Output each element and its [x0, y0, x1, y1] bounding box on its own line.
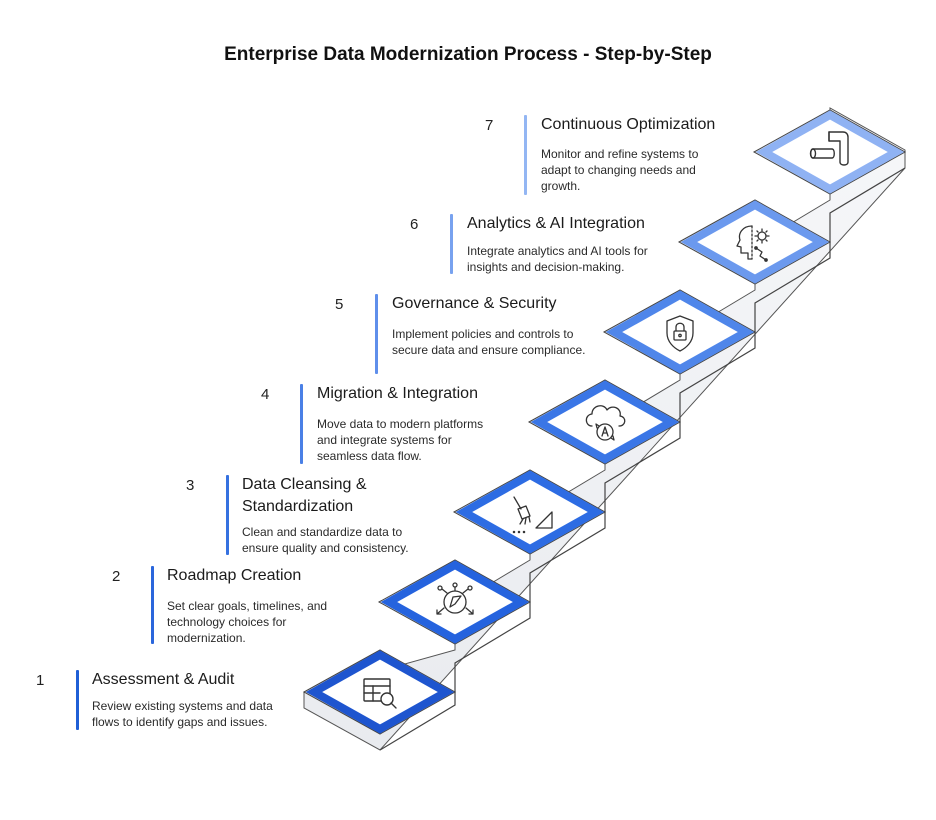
step-platform-2: [377, 559, 532, 645]
step-description: Review existing systems and data flows t…: [92, 699, 273, 729]
step-number: 3: [186, 477, 195, 494]
step-title: Governance & Security: [392, 295, 557, 312]
step-accent-bar: [524, 115, 527, 195]
ai-head-gear-icon: [736, 225, 770, 262]
step-title: Data Cleansing & Standardization: [242, 476, 367, 515]
step-platform-7: [752, 109, 907, 195]
step-accent-bar: [226, 475, 229, 555]
step-platform-1: [302, 649, 457, 735]
step-description: Monitor and refine systems to adapt to c…: [541, 147, 699, 193]
step-number: 2: [112, 568, 121, 585]
step-title: Continuous Optimization: [541, 116, 716, 133]
page-title: Enterprise Data Modernization Process - …: [224, 44, 712, 65]
step-number: 6: [410, 216, 419, 233]
step-title: Analytics & AI Integration: [467, 215, 645, 232]
step-number: 1: [36, 672, 45, 689]
step-accent-bar: [450, 214, 453, 274]
shield-lock-icon: [666, 315, 694, 352]
step-platform-3: [452, 469, 607, 555]
step-platform-6: [677, 199, 832, 285]
step-title: Roadmap Creation: [167, 567, 302, 584]
step-platform-5: [602, 289, 757, 375]
broom-icon: [512, 496, 553, 534]
step-number: 7: [485, 117, 494, 134]
navigation-compass-icon: [436, 582, 474, 615]
step-accent-bar: [76, 670, 79, 730]
step-description: Clean and standardize data to ensure qua…: [242, 525, 409, 555]
step-description: Move data to modern platforms and integr…: [317, 417, 484, 463]
step-title: Migration & Integration: [317, 385, 478, 402]
step-number: 4: [261, 386, 270, 403]
step-platform-4: [527, 379, 682, 465]
pipeline-icon: [809, 131, 849, 166]
step-number: 5: [335, 296, 344, 313]
step-accent-bar: [375, 294, 378, 374]
staircase-riser-edge: [379, 167, 906, 751]
step-accent-bar: [300, 384, 303, 464]
step-accent-bar: [151, 566, 154, 644]
step-title: Assessment & Audit: [92, 671, 235, 688]
step-description: Integrate analytics and AI tools for ins…: [467, 244, 648, 274]
step-description: Implement policies and controls to secur…: [392, 327, 586, 357]
cloud-sync-icon: [585, 405, 626, 441]
step-description: Set clear goals, timelines, and technolo…: [167, 599, 328, 645]
table-search-icon: [363, 678, 397, 709]
